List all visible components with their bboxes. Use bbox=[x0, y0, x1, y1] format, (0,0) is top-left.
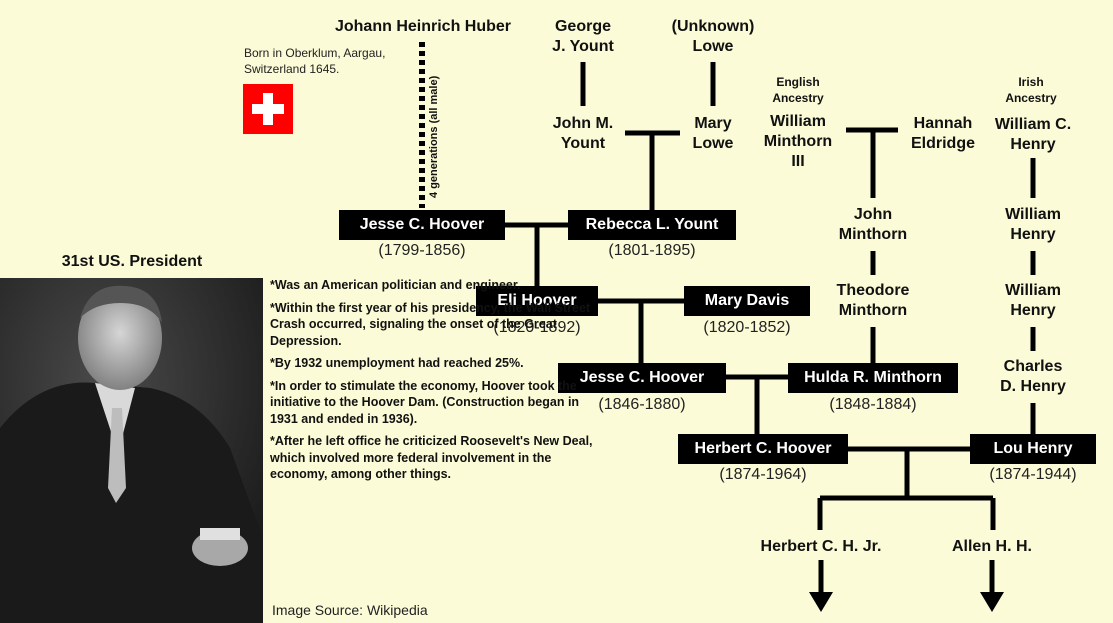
box-rebecca-l-yount: Rebecca L. Yount bbox=[568, 210, 736, 240]
unknown-lowe: (Unknown)Lowe bbox=[671, 18, 755, 55]
child-herbert-jr: Herbert C. H. Jr. bbox=[760, 538, 882, 555]
years-hulda-r-minthorn: (1848-1884) bbox=[829, 396, 917, 413]
box-jesse-c-hoover-1799: Jesse C. Hoover bbox=[339, 210, 505, 240]
fact-1: *Was an American politician and engineer… bbox=[270, 278, 521, 292]
president-facts: *Was an American politician and engineer… bbox=[270, 277, 610, 489]
hoover-portrait-photo bbox=[0, 278, 263, 623]
born-note-line-2: Switzerland 1645. bbox=[244, 62, 340, 76]
years-jesse-c-hoover-1799: (1799-1856) bbox=[378, 242, 466, 259]
years-herbert-c-hoover: (1874-1964) bbox=[719, 466, 807, 483]
box-lou-henry: Lou Henry bbox=[970, 434, 1096, 464]
fact-5: *After he left office he criticized Roos… bbox=[270, 434, 593, 481]
box-mary-davis: Mary Davis bbox=[684, 286, 810, 316]
john-m-yount: John M.Yount bbox=[552, 115, 614, 152]
box-eli-hoover: Eli Hoover bbox=[476, 286, 598, 316]
fact-4: *In order to stimulate the economy, Hoov… bbox=[270, 378, 580, 426]
box-hulda-r-minthorn: Hulda R. Minthorn bbox=[788, 363, 958, 393]
ancestor-johann-huber: Johann Heinrich Huber bbox=[334, 18, 512, 35]
president-title: 31st US. President bbox=[61, 253, 203, 270]
fact-2: *Within the first year of his presidency… bbox=[270, 300, 591, 348]
born-note-line-1: Born in Oberklum, Aargau, bbox=[244, 46, 386, 60]
allen-arrow-icon bbox=[980, 592, 1004, 612]
fact-3: *By 1932 unemployment had reached 25%. bbox=[270, 356, 524, 370]
years-jesse-c-hoover-1846: (1846-1880) bbox=[598, 396, 686, 413]
child-allen: Allen H. H. bbox=[951, 538, 1032, 555]
years-lou-henry: (1874-1944) bbox=[989, 466, 1077, 483]
generations-label: 4 generations (all male) bbox=[428, 75, 440, 198]
herbert-jr-arrow-icon bbox=[809, 592, 833, 612]
years-rebecca-l-yount: (1801-1895) bbox=[608, 242, 696, 259]
years-eli-hoover: (1820-1892) bbox=[493, 319, 581, 336]
years-mary-davis: (1820-1852) bbox=[703, 319, 791, 336]
swiss-flag-icon bbox=[243, 84, 293, 134]
portrait-illustration bbox=[0, 278, 263, 623]
william-c-henry: William C.Henry bbox=[994, 116, 1072, 153]
image-source: Image Source: Wikipedia bbox=[272, 602, 428, 618]
box-herbert-c-hoover: Herbert C. Hoover bbox=[678, 434, 848, 464]
box-jesse-c-hoover-1846: Jesse C. Hoover bbox=[558, 363, 726, 393]
